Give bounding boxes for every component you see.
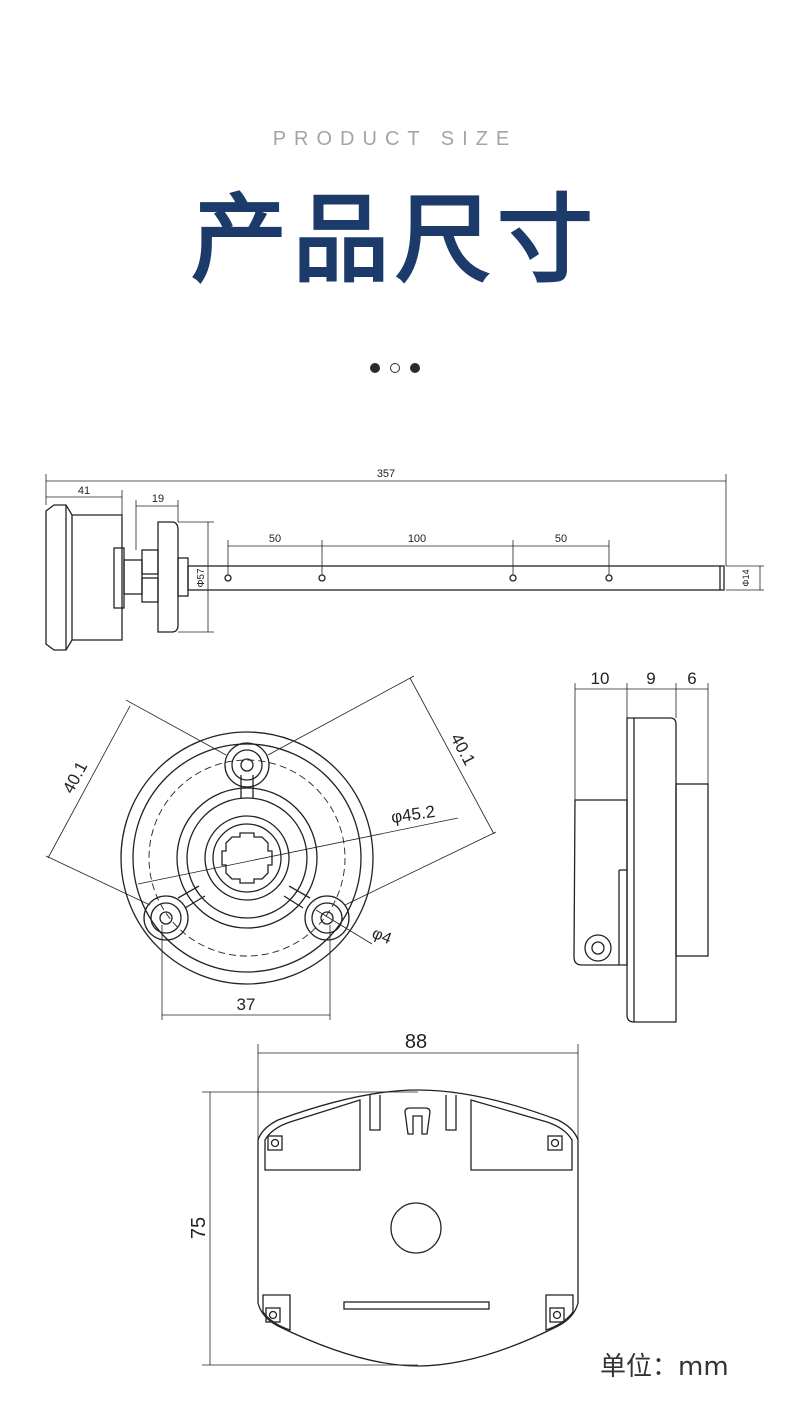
boss-ring xyxy=(204,815,290,901)
dim-41-label: 41 xyxy=(78,485,90,497)
flange-body xyxy=(157,521,179,633)
mount-hole-top xyxy=(240,758,254,772)
leader-4 xyxy=(315,909,373,945)
side-view: 357 41 19 Φ57 50 100 50 Φ14 xyxy=(45,468,764,651)
dim-88-label: 88 xyxy=(405,1031,427,1053)
corner-bracket-bl xyxy=(262,1294,291,1331)
boss-left-inner xyxy=(150,902,182,934)
carousel-dots xyxy=(0,357,790,376)
dim-37-label: 37 xyxy=(237,995,256,1014)
dim-hole-spacing-2: 100 xyxy=(408,533,426,545)
profile-bolt-hole xyxy=(591,941,605,955)
hub-inner xyxy=(186,797,308,919)
dim-40-left-label: 40.1 xyxy=(59,758,91,796)
corner-hole-tl xyxy=(270,1138,280,1148)
ext-line xyxy=(45,855,151,906)
dim-45-label: φ45.2 xyxy=(390,802,436,827)
dot-1 xyxy=(370,362,380,373)
profile-back-block xyxy=(573,799,628,966)
dim-line-40-left xyxy=(47,705,131,859)
dim-14-label: Φ14 xyxy=(741,569,751,586)
dim-9-label: 9 xyxy=(646,669,655,688)
bolt-circle xyxy=(148,759,346,957)
spline-bore xyxy=(221,832,273,884)
dot-2 xyxy=(390,362,400,373)
corner-hole-br xyxy=(552,1310,562,1320)
dim-19-label: 19 xyxy=(152,493,164,505)
corner-tab-tr xyxy=(547,1135,563,1151)
corner-tab-tl xyxy=(267,1135,283,1151)
corner-hole-bl xyxy=(268,1310,278,1320)
profile-main-plate xyxy=(626,717,677,1023)
pocket-top-left xyxy=(264,1099,361,1171)
page-title: 产品尺寸 xyxy=(191,184,599,296)
rod-hole-2 xyxy=(318,574,326,582)
mount-hole-left xyxy=(159,911,173,925)
nut-upper xyxy=(141,549,159,575)
rod-hole-4 xyxy=(605,574,613,582)
hub-outer xyxy=(176,787,318,929)
nut-lower xyxy=(141,577,159,603)
leader-45 xyxy=(137,817,459,885)
rib-left xyxy=(177,885,206,909)
boss-top xyxy=(224,742,270,788)
boss-right-inner xyxy=(311,902,343,934)
outer-ring xyxy=(120,731,374,985)
section-eyebrow: PRODUCT SIZE xyxy=(272,128,518,150)
ext-line xyxy=(344,831,497,906)
profile-view: 10 9 6 xyxy=(573,669,709,1023)
dot-3 xyxy=(410,362,420,373)
front-view: 40.1 40.1 φ45.2 φ4 37 xyxy=(45,675,497,1020)
corner-tab-br xyxy=(549,1307,565,1323)
outer-ring-inner xyxy=(132,743,362,973)
dim-75-label: 75 xyxy=(188,1217,210,1239)
boss-right xyxy=(304,895,350,941)
ext-line xyxy=(267,675,415,756)
flange-collar xyxy=(177,557,189,597)
pocket-top-right xyxy=(470,1099,573,1171)
dim-hole-spacing-1: 50 xyxy=(269,533,281,545)
corner-hole-tr xyxy=(550,1138,560,1148)
boss-left xyxy=(143,895,189,941)
rod xyxy=(187,565,725,591)
profile-bolt-head xyxy=(584,934,612,962)
corner-tab-bl xyxy=(265,1307,281,1323)
rib-right xyxy=(283,885,311,909)
dim-4-label: φ4 xyxy=(370,925,394,948)
unit-label: 单位：mm xyxy=(600,1352,729,1382)
dim-6-label: 6 xyxy=(687,669,696,688)
boss-inner xyxy=(212,823,282,893)
head-plate xyxy=(45,504,123,651)
center-hole xyxy=(390,1202,442,1254)
bottom-slot xyxy=(343,1301,490,1310)
dim-357-label: 357 xyxy=(377,468,395,480)
dim-hole-spacing-3: 50 xyxy=(555,533,567,545)
rod-hole-1 xyxy=(224,574,232,582)
boss-top-inner xyxy=(231,749,263,781)
dim-line-40-right xyxy=(409,677,495,835)
dim-57-label: Φ57 xyxy=(196,568,207,588)
dim-10-label: 10 xyxy=(591,669,610,688)
bottom-plate-outline xyxy=(257,1089,579,1367)
hook-slot xyxy=(404,1107,431,1135)
bottom-view: 88 75 xyxy=(188,1031,579,1367)
dim-40-right-label: 40.1 xyxy=(447,730,479,768)
rod-hole-3 xyxy=(509,574,517,582)
mount-hole-right xyxy=(320,911,334,925)
profile-front-block xyxy=(675,783,709,957)
neck-shaft xyxy=(123,559,143,595)
corner-bracket-br xyxy=(545,1294,574,1331)
ext-line xyxy=(125,699,227,756)
center-notch xyxy=(369,1095,457,1131)
